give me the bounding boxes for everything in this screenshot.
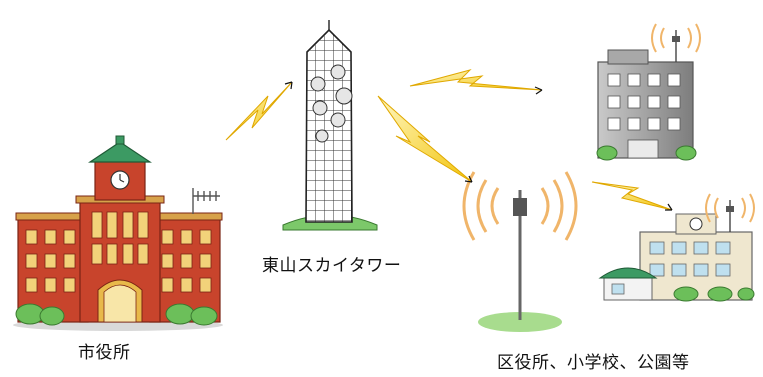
antenna-icon bbox=[192, 188, 220, 214]
label-city-hall: 市役所 bbox=[78, 343, 131, 363]
bolt-icon bbox=[591, 181, 673, 211]
label-facilities: 区役所、小学校、公園等 bbox=[497, 353, 690, 373]
bolt-icon bbox=[409, 69, 543, 91]
school-building bbox=[598, 193, 755, 302]
bolt-icon bbox=[377, 95, 473, 183]
school-clock-icon bbox=[689, 217, 703, 231]
office-building bbox=[596, 23, 701, 161]
city-hall-building bbox=[13, 135, 223, 331]
sky-tower bbox=[282, 20, 378, 231]
label-tower: 東山スカイタワー bbox=[262, 256, 402, 276]
park-antenna bbox=[462, 171, 578, 332]
bolt-icon bbox=[225, 81, 293, 141]
